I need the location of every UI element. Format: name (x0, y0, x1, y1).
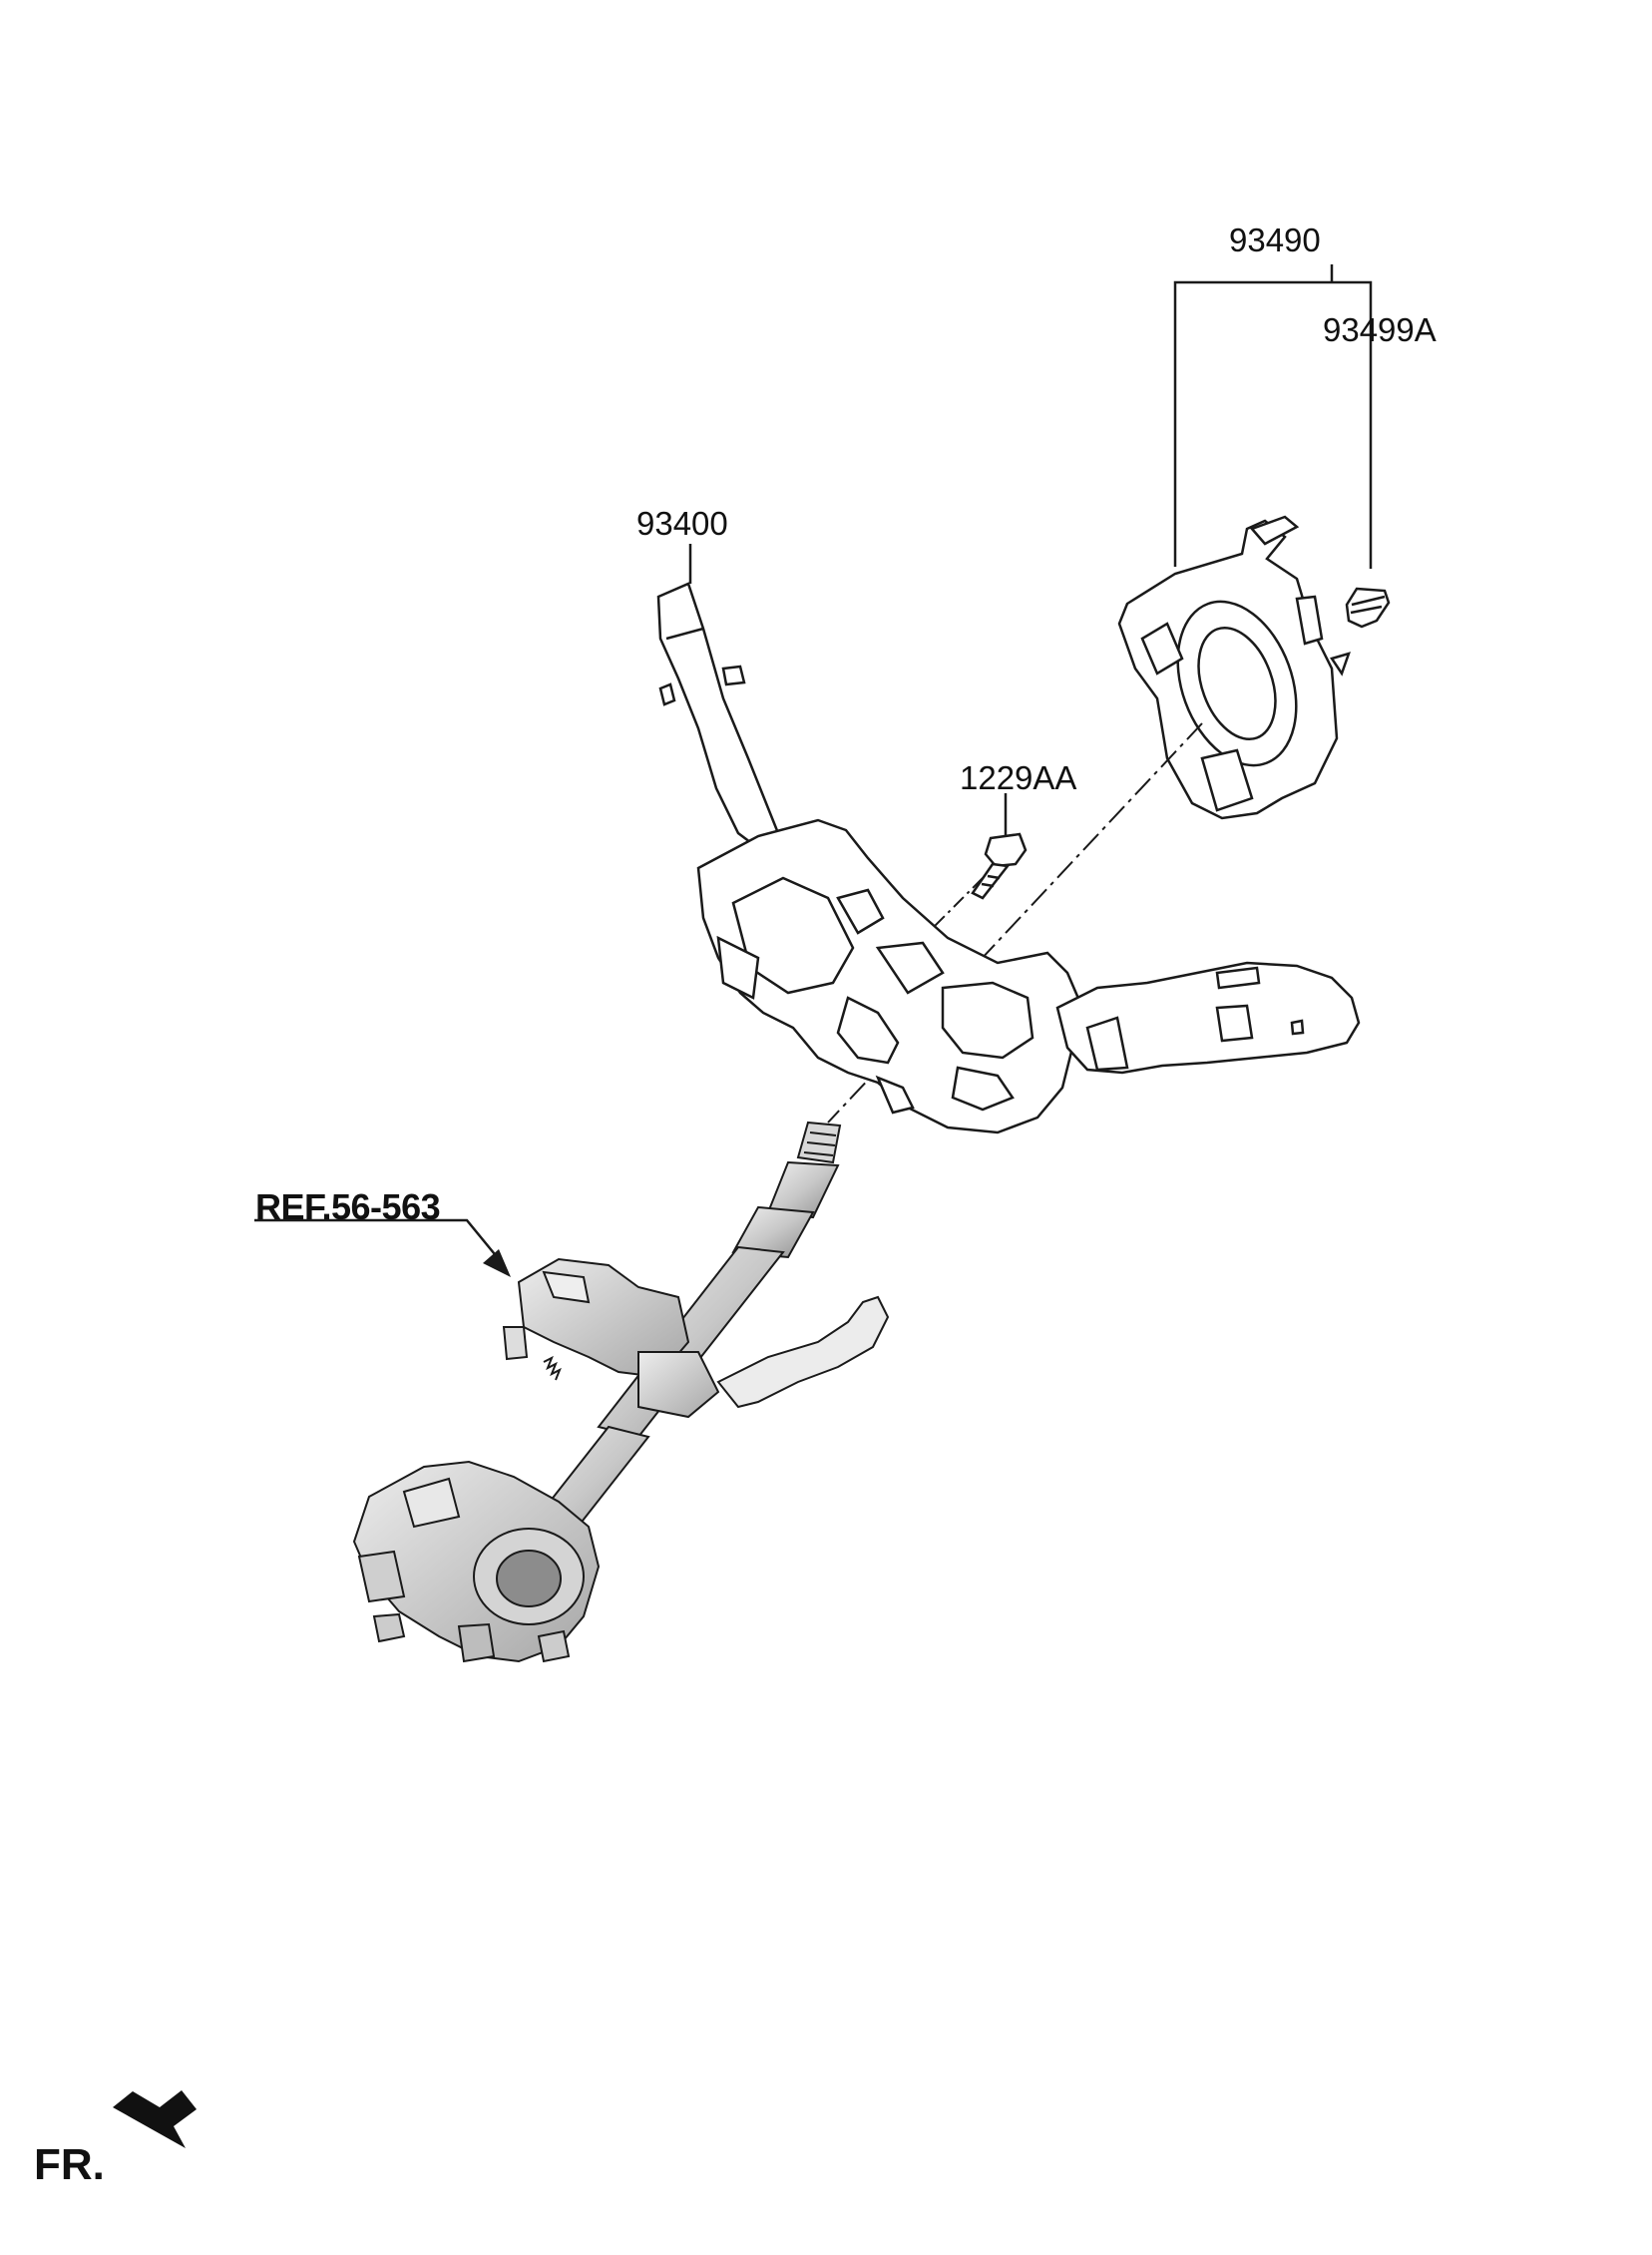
label-1229AA: 1229AA (960, 759, 1077, 796)
front-arrow-icon (113, 2090, 197, 2148)
leader-93490 (1173, 264, 1373, 569)
label-front: FR. (34, 2140, 105, 2189)
label-93499A: 93499A (1323, 311, 1437, 348)
ref-arrow-icon (483, 1249, 511, 1277)
pin-93499A (1345, 587, 1391, 629)
label-93490: 93490 (1229, 222, 1321, 258)
ref-leader (254, 1218, 500, 1260)
label-93400: 93400 (636, 505, 728, 542)
label-ref: REF.56-563 (255, 1186, 441, 1227)
bolt-1229AA (971, 832, 1028, 900)
steering-column (352, 1121, 890, 1663)
multifunction-switch-93400 (656, 582, 1361, 1134)
clock-spring-93490 (1117, 515, 1351, 820)
